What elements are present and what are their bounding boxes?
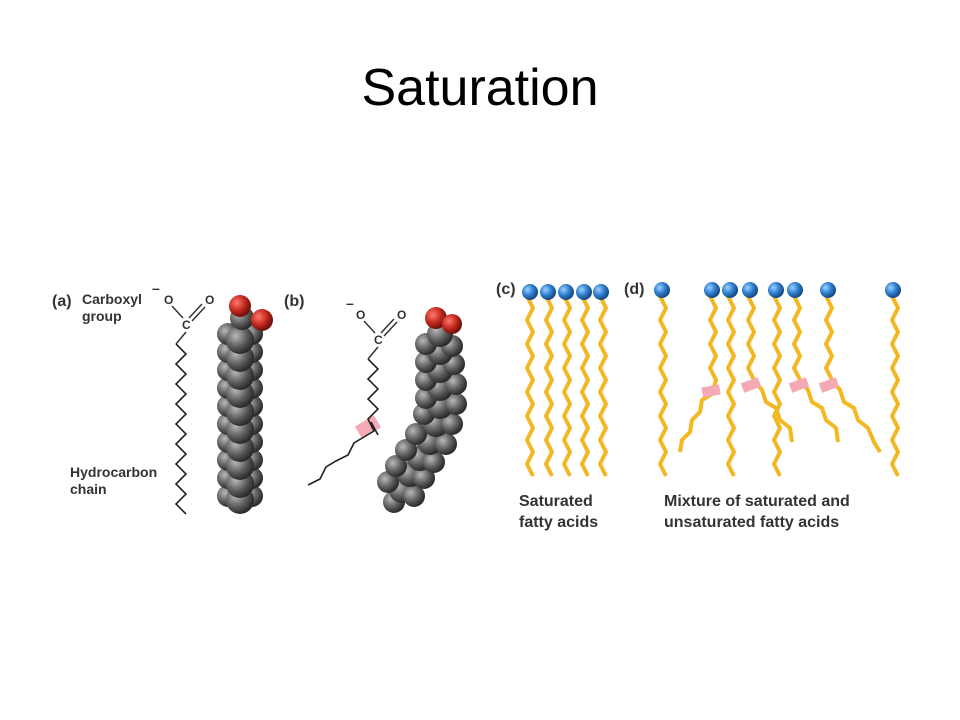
double-bond-line	[370, 421, 379, 436]
panel-d-label: (d)	[624, 281, 644, 298]
space-filling-model-unsaturated	[377, 307, 467, 513]
mixture-caption-line2: unsaturated fatty acids	[664, 514, 839, 531]
mixture-caption-line1: Mixture of saturated and	[664, 493, 850, 510]
panel-b: (b) – O O C	[284, 293, 467, 513]
oxygen-left-label-b: O	[356, 308, 365, 322]
carboxyl-label-line2: group	[82, 308, 122, 324]
oxygen-right-label-b: O	[397, 308, 406, 322]
panel-c-label: (c)	[496, 281, 516, 298]
carboxyl-label-line1: Carboxyl	[82, 291, 142, 307]
panel-a-label: (a)	[52, 293, 72, 310]
hydrocarbon-label-line1: Hydrocarbon	[70, 464, 157, 480]
saturated-heads	[522, 284, 609, 300]
saturated-tails	[525, 295, 608, 477]
panel-c: (c) Saturated fatty acids	[496, 281, 609, 531]
carboxyl-charge: –	[152, 280, 160, 296]
mixture-heads	[654, 282, 901, 298]
oxygen-left-label: O	[164, 293, 173, 307]
hydrocarbon-label-line2: chain	[70, 481, 107, 497]
slide-title: Saturation	[361, 59, 599, 117]
mixture-tails	[658, 295, 900, 477]
space-filling-model-saturated	[217, 295, 273, 514]
panel-b-label: (b)	[284, 293, 304, 310]
carbon-label: C	[182, 318, 191, 332]
hydrocarbon-chain-saturated	[174, 343, 188, 515]
saturated-caption-line1: Saturated	[519, 493, 593, 510]
carboxyl-bonds	[171, 303, 206, 345]
panel-d: (d) Mixture of saturated a	[624, 281, 901, 531]
carboxyl-bonds-b	[363, 318, 398, 360]
double-bond-kinks	[701, 377, 840, 398]
panel-a: (a) Carboxyl group – O O C Hydrocarbon c…	[52, 280, 273, 515]
hydrocarbon-chain-unsaturated	[307, 358, 380, 486]
saturated-caption-line2: fatty acids	[519, 514, 598, 531]
carbon-label-b: C	[374, 333, 383, 347]
oxygen-right-label: O	[205, 293, 214, 307]
double-bond-highlight	[354, 415, 382, 439]
carboxyl-charge-b: –	[346, 295, 354, 311]
